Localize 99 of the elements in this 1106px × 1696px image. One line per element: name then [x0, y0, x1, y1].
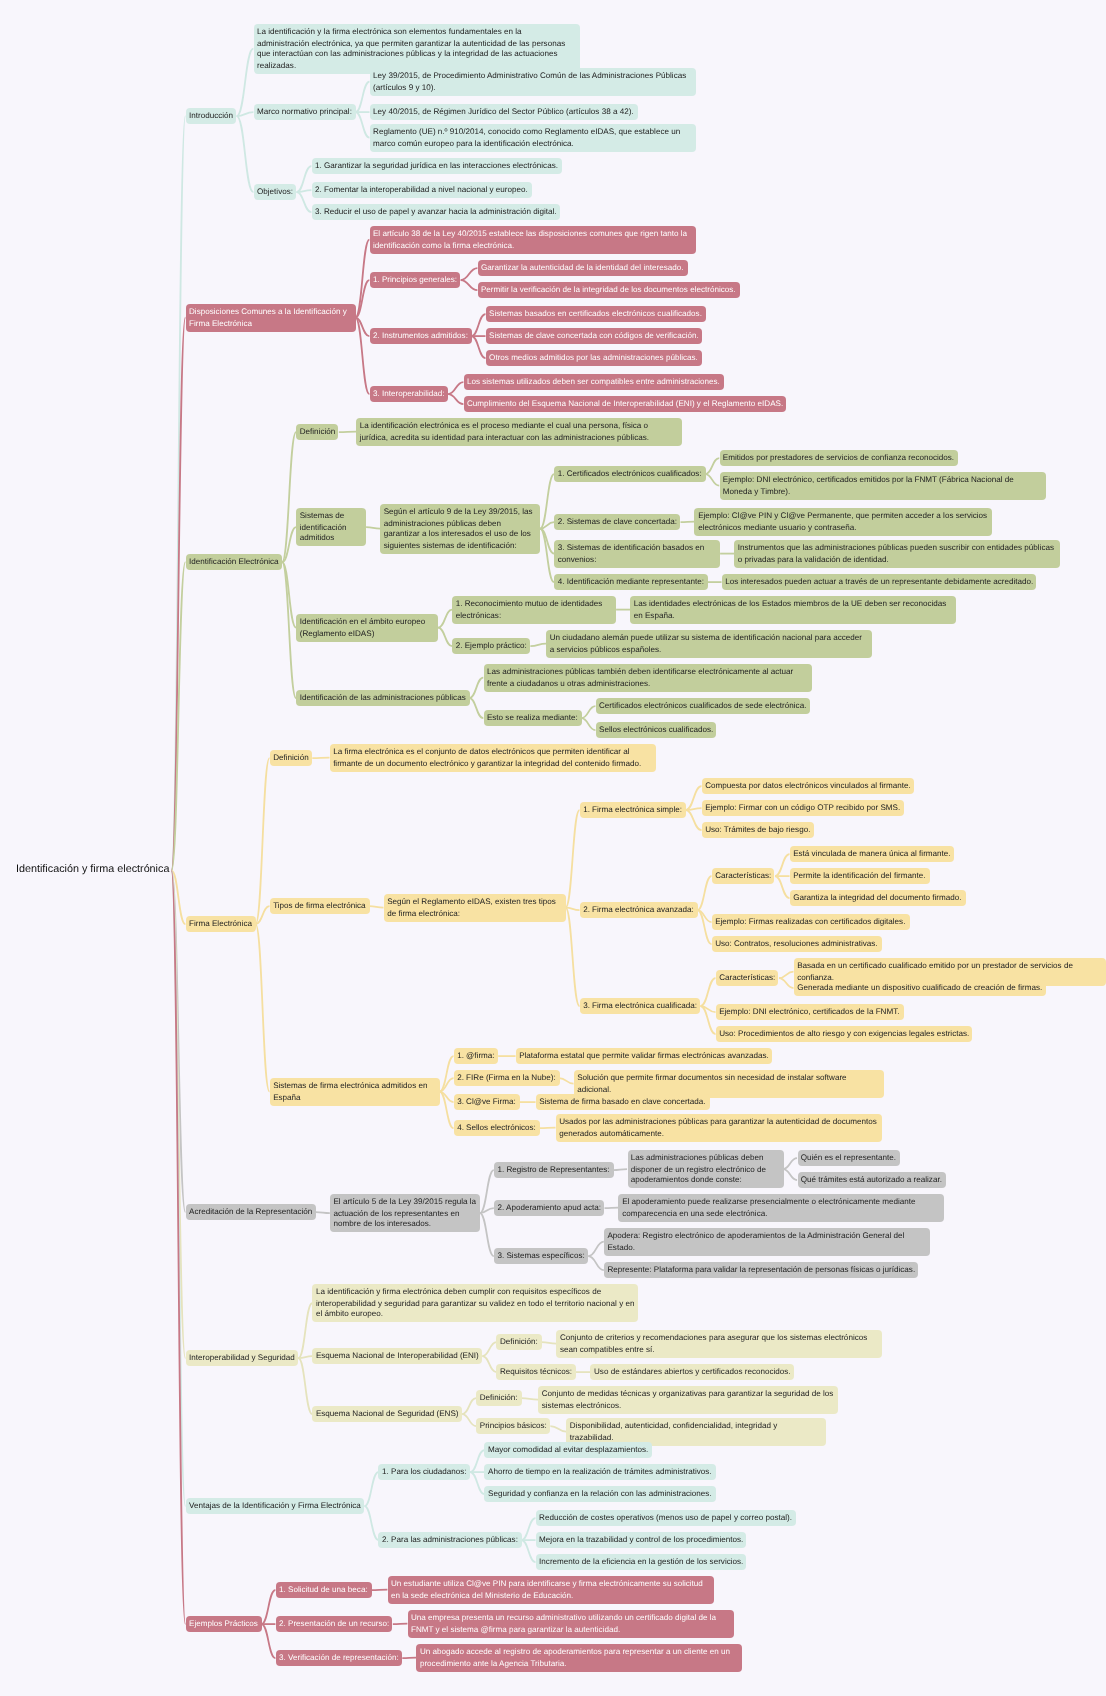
- connector-line: [778, 977, 795, 989]
- connector-line: [260, 1589, 277, 1625]
- connector-line: [478, 1169, 495, 1214]
- connector-line: [538, 1126, 557, 1129]
- connector-line: [401, 1656, 418, 1659]
- connector-line: [437, 626, 453, 647]
- connector-line: [684, 807, 703, 811]
- connector-line: [438, 1077, 455, 1093]
- connector-line: [518, 1101, 537, 1103]
- connector-line: [580, 705, 597, 719]
- connector-line: [774, 875, 791, 899]
- connector-line: [459, 267, 479, 281]
- connector-line: [468, 697, 485, 719]
- connector-line: [295, 191, 313, 213]
- connector-line: [699, 1005, 717, 1035]
- connector-line: [696, 909, 713, 945]
- connector-line: [539, 527, 555, 555]
- connector-line: [354, 316, 371, 395]
- connector-line: [520, 1539, 537, 1541]
- connector-line: [558, 1077, 575, 1085]
- connector-line: [699, 977, 717, 1007]
- connector-line: [311, 756, 331, 759]
- connector-line: [354, 111, 371, 113]
- connector-line: [354, 238, 371, 319]
- connector-line: [549, 1425, 568, 1433]
- connector-line: [539, 473, 555, 530]
- connector-line: [315, 1211, 331, 1214]
- connector-line: [696, 909, 713, 923]
- connector-line: [438, 1090, 455, 1103]
- connector-line: [254, 757, 271, 925]
- connector-line: [363, 1505, 380, 1541]
- connector-line: [684, 809, 703, 831]
- connector-line: [564, 906, 581, 1007]
- connector-line: [254, 923, 271, 1093]
- connector-line: [281, 431, 297, 563]
- connector-line: [365, 526, 381, 530]
- connector-line: [481, 1341, 498, 1357]
- connector-line: [782, 1157, 798, 1170]
- connector-line: [706, 581, 723, 583]
- connector-line: [470, 335, 487, 337]
- connector-line: [469, 1449, 486, 1473]
- connector-line: [612, 1168, 628, 1171]
- connector-line: [580, 717, 597, 731]
- connector-line: [468, 676, 485, 699]
- connector-line: [461, 1413, 478, 1427]
- connector-line: [235, 47, 255, 117]
- connector-line: [679, 520, 696, 523]
- connector-line: [297, 1357, 314, 1415]
- connector-line: [170, 561, 187, 872]
- connector-line: [260, 1623, 277, 1659]
- connector-line: [437, 608, 453, 629]
- connector-line: [438, 1090, 455, 1129]
- connector-line: [459, 279, 479, 291]
- connector-line: [370, 1588, 389, 1591]
- connector-line: [603, 1206, 620, 1209]
- connector-line: [478, 1212, 495, 1257]
- connector-line: [170, 316, 187, 872]
- connector-line: [297, 1355, 314, 1359]
- connector-line: [260, 1623, 277, 1625]
- connector-line: [281, 526, 297, 563]
- connector-line: [469, 1471, 486, 1495]
- connector-line: [782, 1168, 798, 1181]
- connector-line: [587, 1240, 605, 1257]
- connector-line: [281, 561, 297, 629]
- connector-line: [297, 1302, 314, 1359]
- connector-line: [481, 1355, 498, 1373]
- connector-line: [391, 1622, 409, 1625]
- connector-line: [447, 393, 465, 405]
- connector-line: [470, 335, 487, 359]
- connector-line: [774, 875, 791, 877]
- connector-line: [704, 473, 721, 487]
- connector-line: [363, 1471, 380, 1507]
- connector-line: [295, 165, 313, 193]
- connector-line: [574, 1371, 592, 1373]
- connector-line: [354, 316, 371, 337]
- connector-line: [447, 381, 465, 395]
- connector-line: [696, 875, 713, 911]
- connector-line: [461, 1397, 478, 1415]
- connector-line: [470, 313, 487, 337]
- connector-line: [564, 809, 581, 909]
- connector-line: [354, 111, 371, 139]
- connector-line: [337, 430, 357, 433]
- connector-line: [539, 527, 555, 583]
- connector-line: [354, 80, 371, 113]
- connector-line: [354, 279, 371, 319]
- connector-line: [684, 785, 703, 811]
- connector-line: [520, 1517, 537, 1541]
- connector-line: [438, 1055, 455, 1093]
- connector-line: [704, 457, 721, 475]
- connector-line: [170, 869, 187, 925]
- connector-line: [497, 1055, 517, 1057]
- connector-line: [235, 115, 255, 193]
- connector-line: [520, 1539, 537, 1563]
- connector-line: [254, 905, 271, 925]
- connector-line: [587, 1255, 605, 1271]
- connector-line: [281, 561, 297, 699]
- connector-line: [529, 642, 547, 647]
- connector-line: [774, 853, 791, 877]
- connector-line: [564, 906, 581, 911]
